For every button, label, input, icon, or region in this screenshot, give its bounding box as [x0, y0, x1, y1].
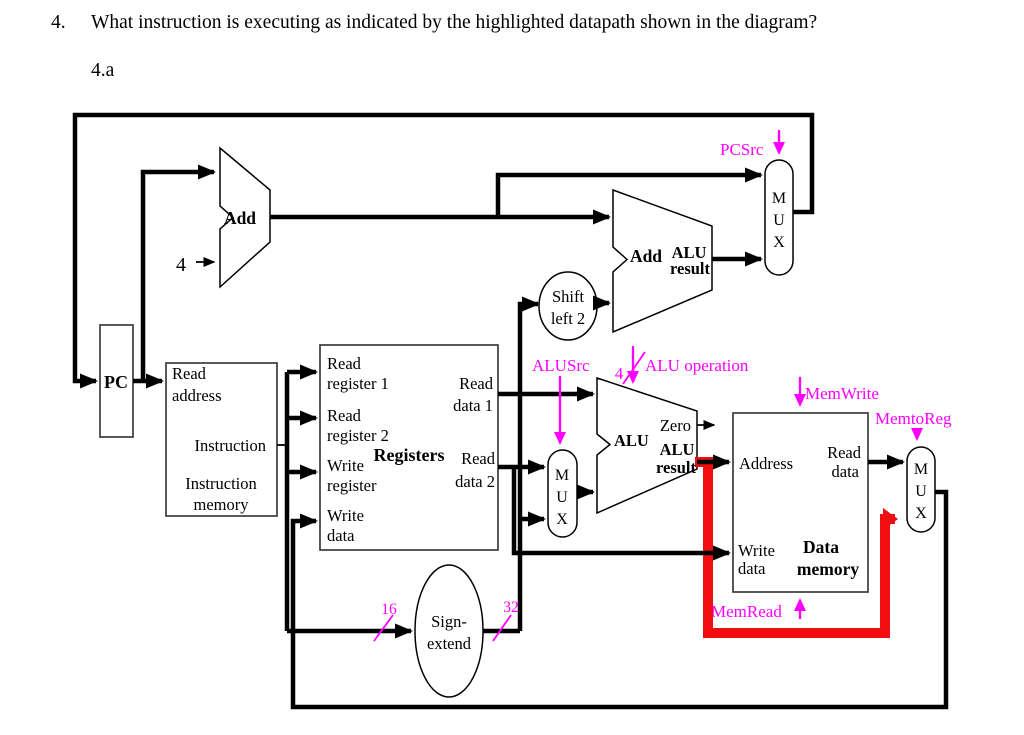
alu-operation-width-slash [622, 351, 646, 385]
read-reg2-label-line2: register 2 [327, 426, 389, 445]
registers-box [319, 344, 499, 551]
registers-name: Registers [374, 445, 445, 465]
memtoreg-mux [906, 446, 936, 533]
alusrc-signal-label: ALUSrc [532, 356, 590, 375]
shift-left2-label-line1: Shift [552, 287, 585, 306]
mem-write-data-label-line2: data [738, 559, 766, 578]
read-data2-label-line2: data 2 [455, 472, 495, 491]
alusrc-mux-letter-x: X [556, 511, 568, 528]
read-reg1-label-line1: Read [327, 354, 362, 373]
read-address-label-line2: address [172, 386, 221, 405]
memtoreg-mux-letter-u: U [915, 483, 927, 500]
instruction-memory-box [165, 362, 278, 517]
alu-result-label-line1: ALU [660, 440, 695, 459]
increment4-label: 4 [176, 254, 186, 276]
pc-adder-unit [219, 146, 271, 289]
pc-label: PC [104, 372, 128, 392]
shift-left2-label-line2: left 2 [551, 309, 585, 328]
question-number: 4. [51, 12, 66, 33]
address-label: Address [739, 454, 793, 473]
branch-adder-result-line1: ALU [672, 243, 707, 262]
alu-op-bits-label: 4 [615, 364, 624, 383]
wire-read-data2-to-data-memory [511, 467, 731, 561]
instruction-memory-name-line2: memory [194, 495, 250, 514]
branch-adder-unit [612, 188, 713, 334]
sign-extend-label-line2: extend [427, 634, 472, 653]
memtoreg-signal-label: MemtoReg [875, 409, 952, 428]
alusrc-mux-letter-m: M [555, 467, 569, 484]
alu-name: ALU [614, 431, 649, 450]
instruction-memory-name-line1: Instruction [185, 474, 257, 493]
mem-read-data-label-line2: data [832, 462, 860, 481]
instruction-out-label: Instruction [195, 436, 267, 455]
alusrc-mux-letter-u: U [556, 489, 568, 506]
branch-adder-label: Add [630, 246, 662, 266]
alu-result-label-line2: result [656, 458, 697, 477]
data-memory-name-line2: memory [797, 559, 859, 579]
memtoreg-mux-letter-x: X [915, 505, 927, 522]
pcsrc-mux-letter-x: X [773, 234, 785, 251]
pc-adder-label: Add [224, 208, 256, 228]
reg-write-data-label-line2: data [327, 526, 355, 545]
sign-extend-label-line1: Sign- [431, 612, 467, 631]
wire-sign-extend-to-shift-left2 [517, 296, 540, 631]
memread-signal-label: MemRead [711, 602, 782, 621]
read-data2-label-line1: Read [461, 449, 496, 468]
read-data1-label-line1: Read [459, 374, 494, 393]
read-reg2-label-line1: Read [327, 406, 362, 425]
bus32-width-slash [492, 614, 512, 642]
bus32-width-label: 32 [503, 599, 519, 616]
pcsrc-mux-letter-m: M [772, 190, 786, 207]
alu-zero-label: Zero [660, 416, 691, 435]
write-reg-label-line1: Write [327, 456, 364, 475]
sign-extend-unit [414, 564, 484, 698]
data-memory-box [732, 412, 869, 593]
bus16-width-slash [373, 614, 394, 642]
read-reg1-label-line2: register 1 [327, 374, 389, 393]
read-address-label-line1: Read [172, 364, 207, 383]
branch-adder-result-line2: result [670, 259, 711, 278]
wire-pcsrc-mux-to-pc [72, 112, 815, 389]
wire-pc-to-pc-adder [140, 164, 216, 381]
question-text: What instruction is executing as indicat… [91, 12, 818, 33]
alu-unit [596, 376, 698, 515]
memwrite-signal-label: MemWrite [805, 384, 879, 403]
reg-write-data-label-line1: Write [327, 506, 364, 525]
pcsrc-mux-letter-u: U [773, 212, 785, 229]
shift-left-2-unit [538, 271, 598, 341]
mem-write-data-label-line1: Write [738, 541, 775, 560]
pcsrc-signal-label: PCSrc [720, 140, 764, 159]
wire-pc-plus4-to-pcsrc-mux [495, 167, 763, 217]
read-data1-label-line2: data 1 [453, 396, 493, 415]
question-subpart: 4.a [91, 60, 115, 81]
mem-read-data-label-line1: Read [827, 443, 862, 462]
wire-writeback-to-registers [290, 489, 949, 710]
write-reg-label-line2: register [327, 476, 377, 495]
bus16-width-label: 16 [381, 601, 397, 618]
data-memory-name-line1: Data [803, 537, 839, 557]
pcsrc-mux [764, 159, 794, 276]
alu-operation-signal-label: ALU operation [645, 356, 749, 375]
memtoreg-mux-letter-m: M [914, 461, 928, 478]
